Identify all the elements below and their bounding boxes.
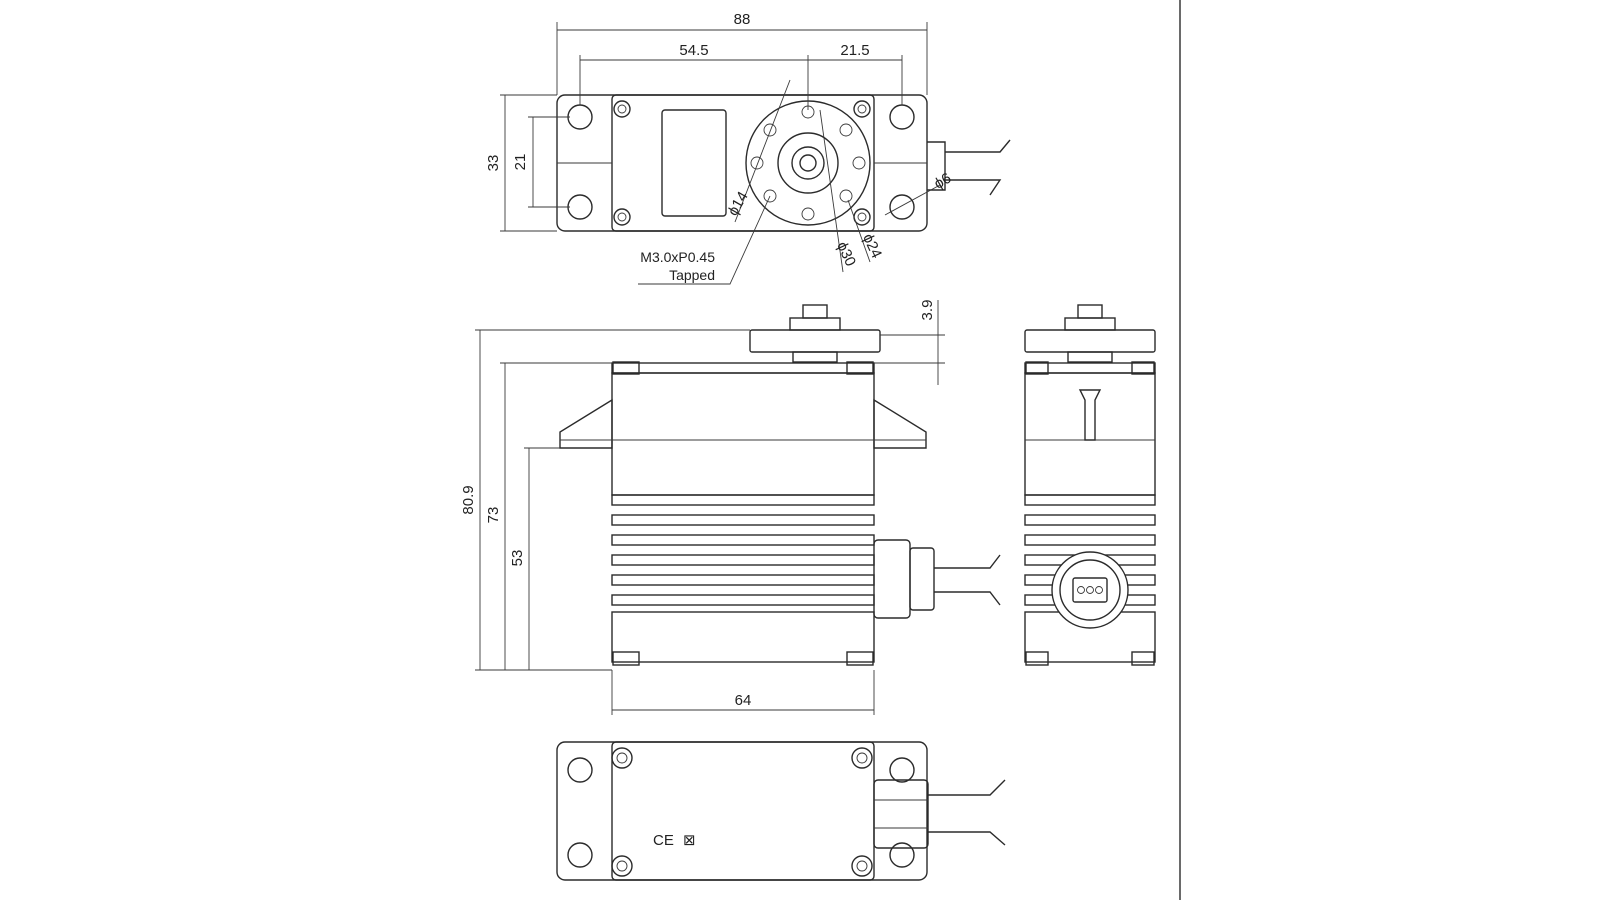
- servo-horn: [745, 100, 871, 226]
- mount-hole-tl: [567, 104, 593, 130]
- dim-mount-depth: 21: [512, 154, 529, 171]
- mount-hole-bl: [567, 194, 593, 220]
- front-view: 3.9 80.9 73 53 64: [460, 300, 1001, 715]
- dim-horn-inner-dia: ϕ14: [724, 189, 751, 219]
- dim-case-height: 73: [485, 507, 502, 524]
- bottom-view: CE ⊠: [556, 741, 1006, 881]
- dim-horn-height: 3.9: [919, 300, 936, 321]
- dim-horn-outer-dia: ϕ30: [833, 239, 859, 269]
- mount-hole-tr: [889, 104, 915, 130]
- dim-flange-height: 53: [509, 550, 526, 567]
- label-window: [661, 109, 727, 217]
- top-view: 88 54.5 21.5 33 21 ϕ14 ϕ30 ϕ24 ϕ6 M3.0xP…: [485, 11, 1011, 285]
- mount-hole-br: [889, 194, 915, 220]
- cooling-fins: [611, 494, 875, 606]
- screw-icon: [611, 747, 873, 877]
- ce-mark: CE: [653, 832, 674, 849]
- dim-horn-mid-dia: ϕ24: [859, 231, 885, 261]
- dim-overall-depth: 33: [485, 155, 502, 172]
- cable-gland: [873, 539, 1001, 619]
- weee-icon: ⊠: [683, 832, 696, 849]
- side-view: [1024, 304, 1156, 666]
- dim-horn-offset: 21.5: [840, 42, 869, 59]
- dim-total-height: 80.9: [460, 485, 477, 514]
- dim-overall-width: 88: [734, 11, 751, 28]
- dim-hole-dia: ϕ6: [931, 170, 954, 193]
- note-thread-spec: M3.0xP0.45: [640, 249, 715, 265]
- dim-mount-spacing: 54.5: [679, 42, 708, 59]
- note-thread-tapped: Tapped: [669, 267, 715, 283]
- dim-case-width: 64: [735, 692, 752, 709]
- connector-icon: [1051, 551, 1129, 629]
- cable: [927, 139, 1011, 196]
